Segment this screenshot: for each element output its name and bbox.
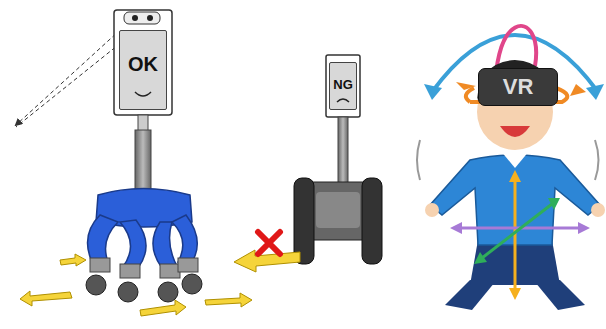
vr-person (417, 26, 606, 310)
screen-box: OK (119, 30, 167, 110)
screen-label: VR (503, 75, 534, 99)
screen-label: NG (333, 78, 353, 92)
frown-mouth (333, 95, 353, 103)
legged-robot (16, 10, 252, 316)
wheeled-robot (234, 55, 382, 272)
screen-box: VR (478, 68, 558, 106)
screen-box: NG (329, 62, 357, 110)
screen-label: OK (128, 53, 158, 75)
smile-mouth (133, 91, 153, 99)
